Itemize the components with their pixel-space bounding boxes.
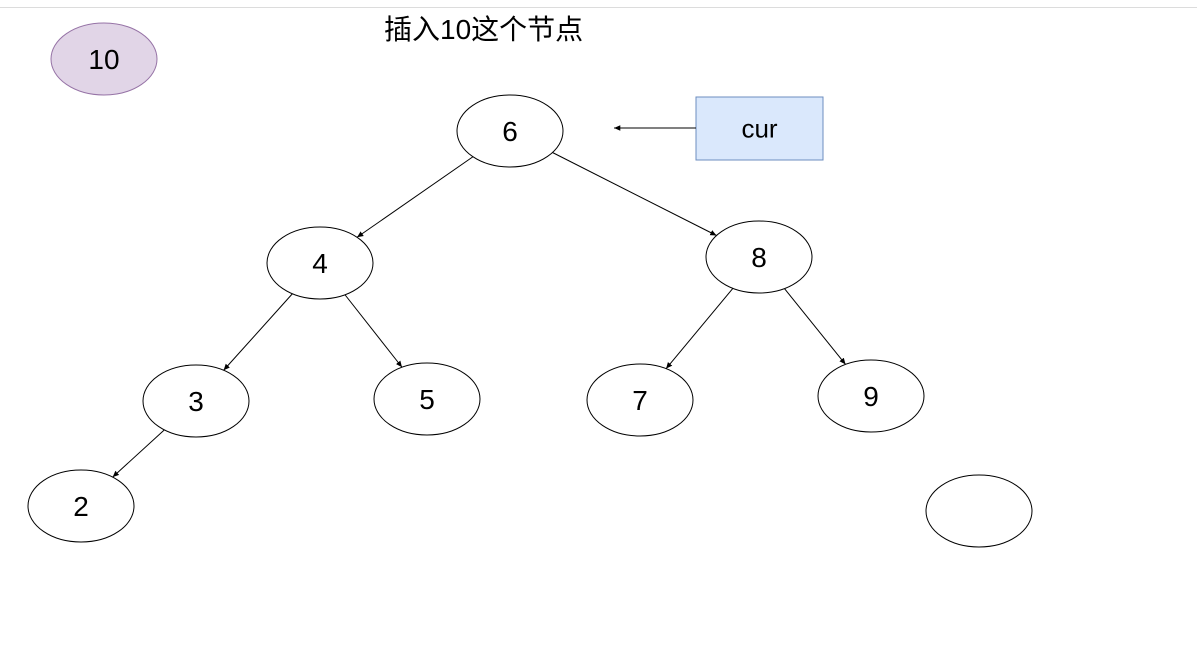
node-ellipse: [27, 469, 135, 543]
tree-node-8: 8: [705, 220, 813, 294]
tree-node-empty: [925, 474, 1033, 548]
tree-node-5: 5: [373, 362, 481, 436]
node-ellipse: [456, 94, 564, 168]
node-label: 8: [751, 242, 767, 273]
tree-node-6: 6: [456, 94, 564, 168]
node-ellipse: [142, 364, 250, 438]
node-label: 7: [632, 385, 648, 416]
diagram-title: 插入10这个节点: [384, 14, 584, 45]
cur-label: cur: [741, 114, 777, 144]
edge-6-8: [552, 152, 717, 236]
edge-3-2: [112, 429, 165, 478]
node-label: 3: [188, 386, 204, 417]
tree-node-2: 2: [27, 469, 135, 543]
tree-node-4: 4: [266, 226, 374, 300]
edge-4-5: [344, 294, 403, 368]
node-label: 2: [73, 491, 89, 522]
tree-node-3: 3: [142, 364, 250, 438]
new-node-10: 10: [50, 22, 158, 96]
cur-pointer: cur: [695, 96, 824, 161]
edge-8-9: [784, 288, 846, 365]
node-label: 4: [312, 248, 328, 279]
tree-node-7: 7: [586, 363, 694, 437]
node-label: 5: [419, 384, 435, 415]
edge-8-7: [665, 288, 734, 369]
edge-6-4: [356, 156, 474, 238]
node-ellipse: [373, 362, 481, 436]
node-ellipse: [705, 220, 813, 294]
top-divider: [0, 7, 1197, 8]
new-node-label: 10: [88, 44, 119, 75]
tree-node-9: 9: [817, 359, 925, 433]
node-ellipse: [586, 363, 694, 437]
node-ellipse: [925, 474, 1033, 548]
node-ellipse: [817, 359, 925, 433]
new-node-ellipse: [50, 22, 158, 96]
node-label: 6: [502, 116, 518, 147]
edge-4-3: [223, 293, 293, 371]
node-label: 9: [863, 381, 879, 412]
node-ellipse: [266, 226, 374, 300]
